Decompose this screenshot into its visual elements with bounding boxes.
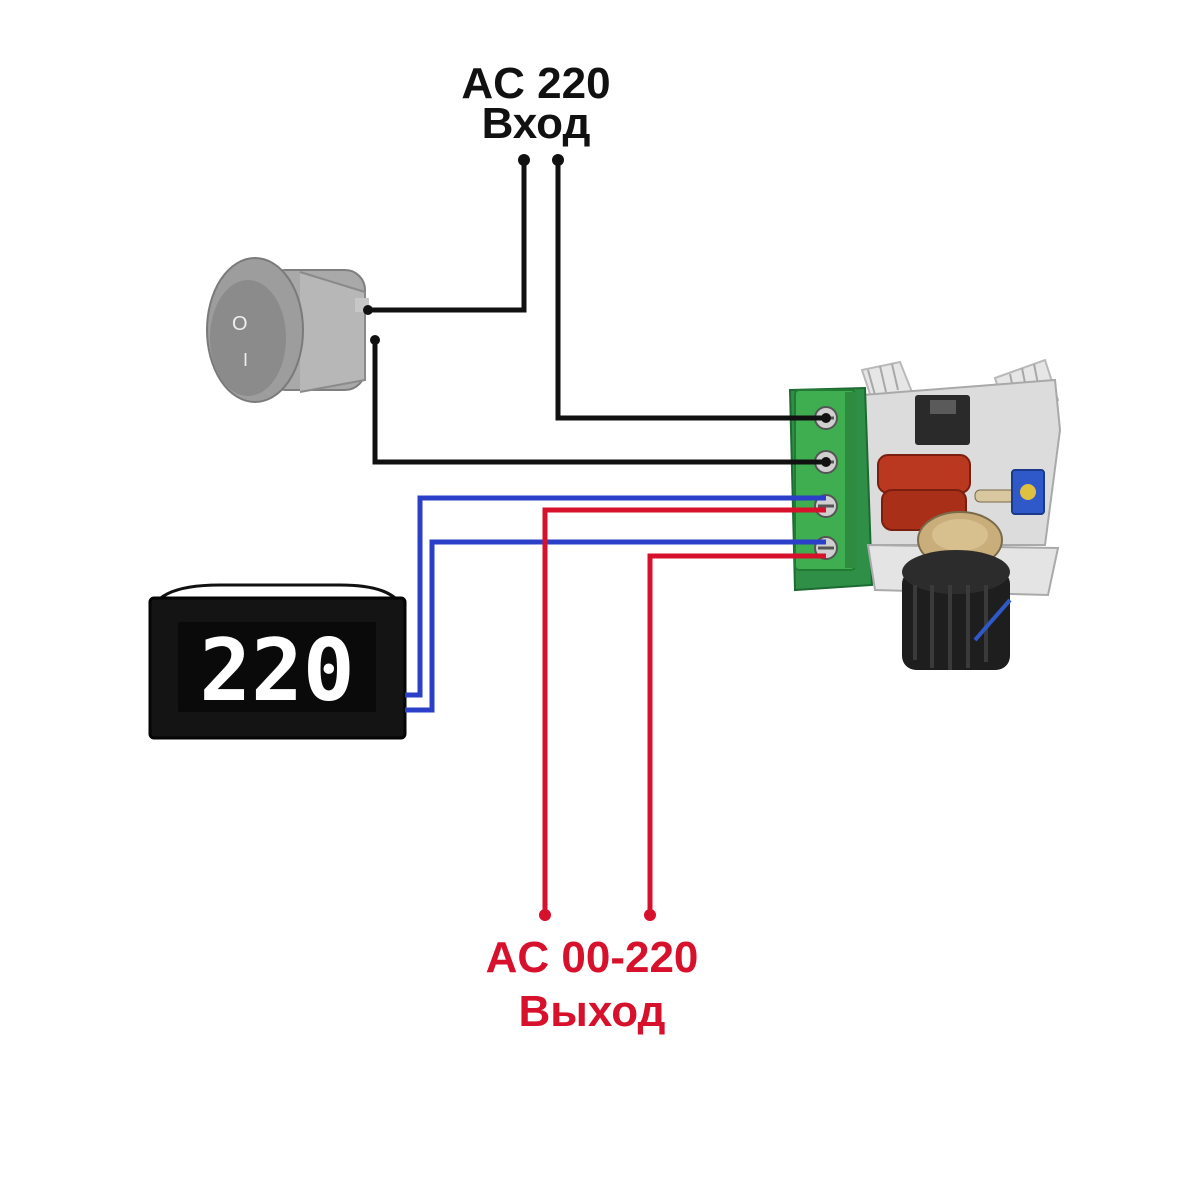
wire-terminal-4-to-voltmeter — [405, 539, 826, 713]
wire-endpoints-red — [539, 909, 656, 921]
switch-mark-off: O — [232, 313, 248, 335]
switch-mark-on: I — [243, 350, 248, 370]
input-label-line1: AC 220 — [461, 59, 610, 108]
terminal-block — [794, 389, 857, 571]
input-label-line2: Вход — [482, 99, 591, 148]
voltmeter-reading: 220 — [199, 621, 354, 721]
rocker-switch: O I — [206, 257, 369, 403]
wire-switch-to-terminal-2 — [372, 340, 826, 465]
wire-terminal-3-to-voltmeter — [405, 495, 826, 698]
voltmeter: 220 — [148, 583, 407, 740]
knob — [902, 550, 1012, 670]
wires-black — [368, 160, 826, 465]
wires-red — [542, 507, 826, 915]
wire-input-to-terminal-1 — [555, 160, 826, 421]
wire-output-1 — [542, 507, 826, 915]
output-label-line1: AC 00-220 — [486, 933, 699, 982]
resistor — [974, 489, 1016, 503]
triac — [915, 395, 970, 445]
output-label-line2: Выход — [519, 987, 666, 1036]
wire-output-2 — [647, 553, 826, 915]
wire-input-to-switch — [368, 160, 527, 313]
wires-blue — [405, 495, 826, 713]
capacitor — [877, 454, 971, 531]
wire-endpoints-black — [363, 154, 831, 467]
dimmer-module — [788, 358, 1062, 670]
